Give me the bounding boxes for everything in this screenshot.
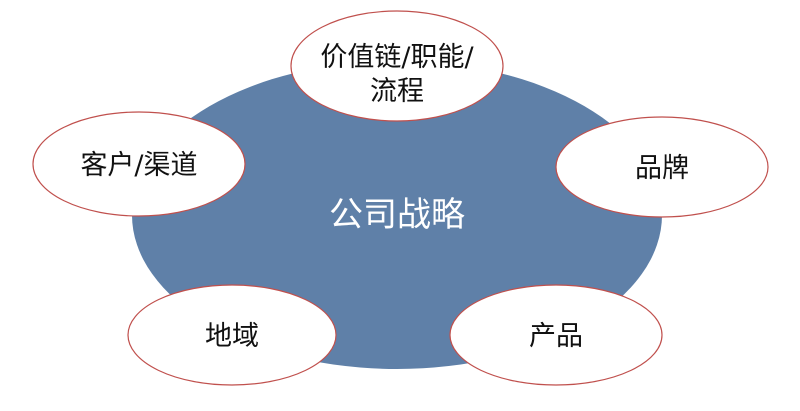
node-brand: 品牌 bbox=[555, 116, 769, 218]
node-region: 地域 bbox=[127, 284, 337, 386]
node-region-label: 地域 bbox=[205, 321, 259, 352]
node-brand-label: 品牌 bbox=[635, 153, 689, 184]
node-region-ellipse bbox=[127, 284, 337, 386]
node-customer-channel-ellipse bbox=[32, 111, 246, 217]
node-product-label: 产品 bbox=[529, 321, 583, 352]
node-value-chain-label-line-1: 价值链/职能/ bbox=[320, 42, 474, 73]
node-customer-channel: 客户/渠道 bbox=[32, 111, 246, 217]
node-brand-ellipse bbox=[555, 116, 769, 218]
node-value-chain-label-line-2: 流程 bbox=[370, 76, 424, 107]
node-value-chain: 价值链/职能/ 流程 bbox=[290, 10, 504, 122]
center-label: 公司战略 bbox=[329, 195, 465, 235]
node-customer-channel-label: 客户/渠道 bbox=[80, 150, 197, 181]
node-value-chain-ellipse bbox=[290, 10, 504, 122]
node-product: 产品 bbox=[449, 284, 663, 386]
node-product-ellipse bbox=[449, 284, 663, 386]
